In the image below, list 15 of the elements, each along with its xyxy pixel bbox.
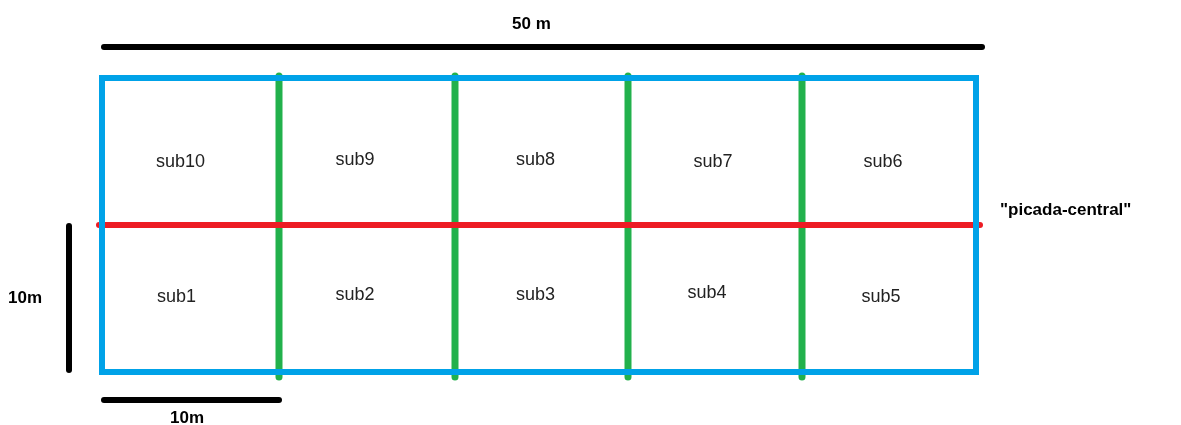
dimension-label: 50 m (512, 14, 551, 34)
dimension-label: 10m (8, 288, 43, 308)
subplot-label: sub8 (515, 149, 555, 170)
dimension-label: 10m (170, 408, 205, 425)
subplot-label: sub1 (156, 286, 196, 307)
subplot-label: sub3 (515, 284, 555, 305)
subplot-label: sub4 (687, 282, 727, 303)
subplot-label: sub5 (861, 286, 901, 307)
trail-label: "picada-central" (1000, 200, 1132, 220)
subplot-label: sub10 (155, 151, 205, 172)
subplot-label: sub9 (335, 149, 375, 170)
subplot-label: sub7 (693, 151, 733, 172)
subplot-label: sub2 (335, 284, 375, 305)
plot-outline (99, 75, 979, 375)
subplot-label: sub6 (863, 151, 903, 172)
